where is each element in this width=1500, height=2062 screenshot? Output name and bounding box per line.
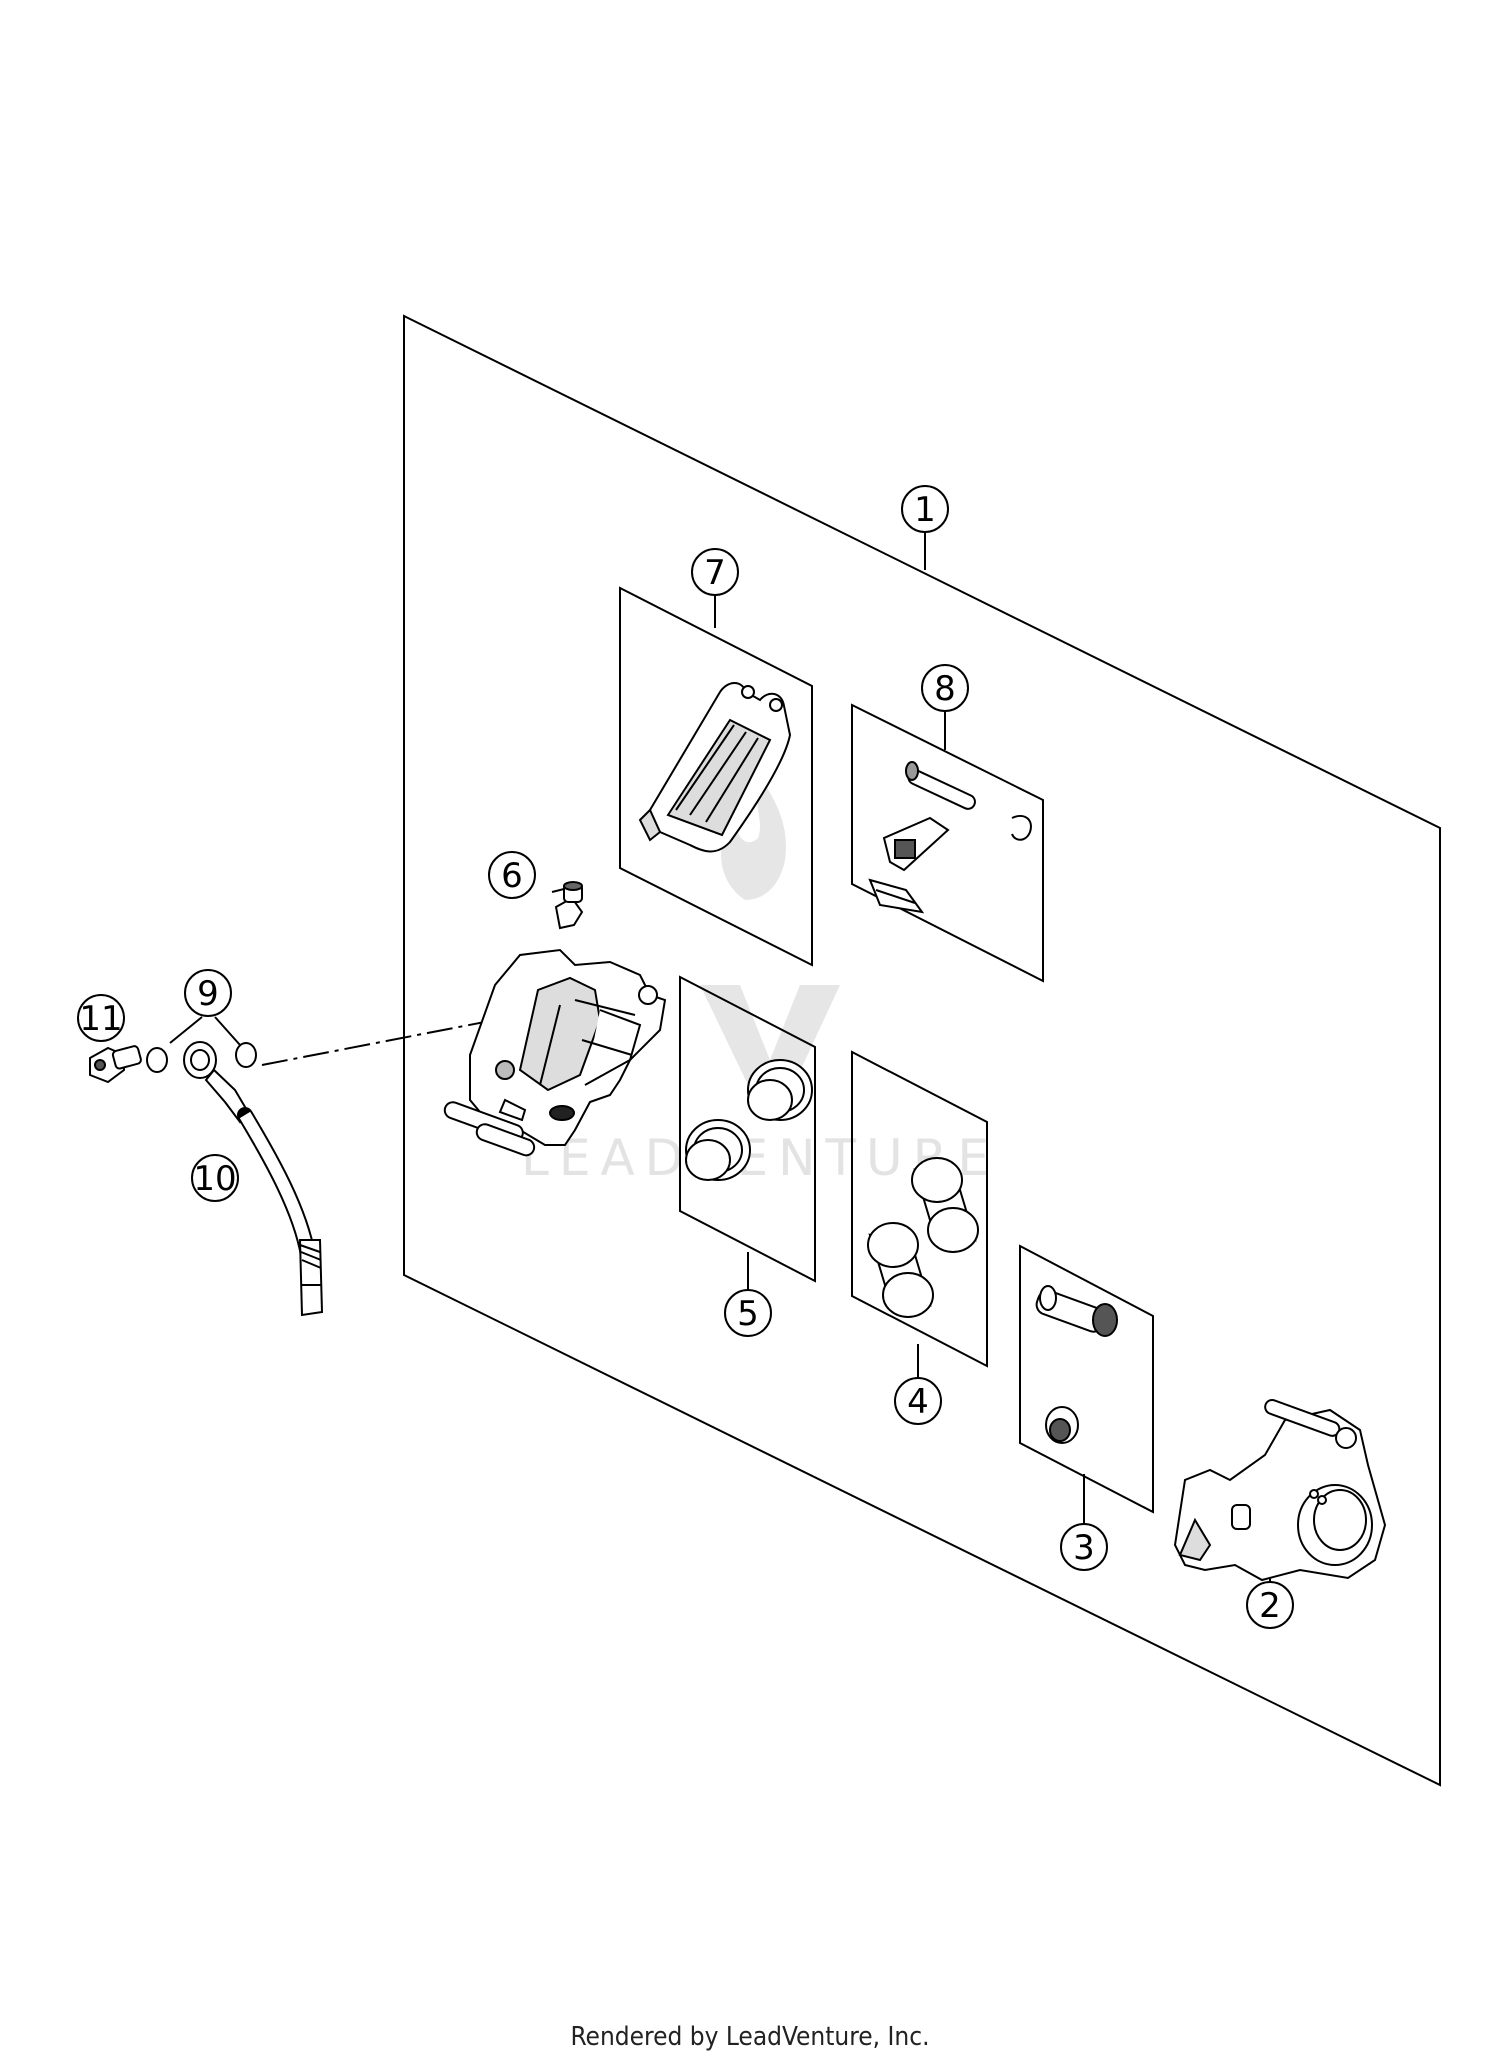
panel-8-pin-kit [851, 703, 1044, 983]
washer-right [235, 1042, 257, 1068]
svg-text:3: 3 [1073, 1528, 1095, 1568]
panel-4-piston-kit [851, 1050, 988, 1368]
svg-text:4: 4 [907, 1382, 929, 1422]
svg-text:8: 8 [934, 669, 956, 709]
svg-text:1: 1 [914, 490, 936, 530]
bleeder-valve-drawing [554, 881, 584, 930]
callout-9[interactable]: 9 [184, 969, 232, 1017]
callout-7[interactable]: 7 [691, 548, 739, 596]
brake-pads-drawing [638, 682, 792, 853]
callout-6[interactable]: 6 [488, 851, 536, 899]
svg-text:10: 10 [193, 1159, 236, 1199]
leadventure-watermark: LEADVENTURE [521, 780, 999, 1187]
callout-5[interactable]: 5 [724, 1289, 772, 1337]
callout-11[interactable]: 11 [77, 994, 125, 1042]
footer-credit: Rendered by LeadVenture, Inc. [570, 2022, 930, 2052]
pistons-drawing [867, 1157, 979, 1318]
hose-washers-bolt-drawing [89, 1041, 324, 1317]
svg-text:2: 2 [1259, 1586, 1281, 1626]
leader-lines [169, 532, 1271, 1582]
callout-2[interactable]: 2 [1246, 1581, 1294, 1629]
watermark-text: LEADVENTURE [521, 1129, 999, 1187]
svg-text:11: 11 [79, 999, 122, 1039]
callout-10[interactable]: 10 [191, 1154, 239, 1202]
pin-kit-drawing [868, 761, 1032, 914]
caliper-body-drawing [443, 948, 667, 1157]
svg-text:9: 9 [197, 974, 219, 1014]
panel-7-brake-pads [619, 586, 813, 967]
callout-4[interactable]: 4 [894, 1377, 942, 1425]
main-assembly-panel [403, 314, 1441, 1787]
panel-3-slide-kit [1019, 1244, 1154, 1514]
caliper-bracket-drawing [1173, 1398, 1387, 1582]
panel-5-seal-kit [679, 975, 816, 1283]
slide-pin-drawing [1035, 1285, 1118, 1444]
washer-left [146, 1047, 168, 1073]
seals-drawing [685, 1059, 813, 1181]
svg-text:7: 7 [704, 553, 726, 593]
svg-text:6: 6 [501, 856, 523, 896]
svg-text:5: 5 [737, 1294, 759, 1334]
callout-3[interactable]: 3 [1060, 1523, 1108, 1571]
callout-1[interactable]: 1 [901, 485, 949, 533]
callout-8[interactable]: 8 [921, 664, 969, 712]
